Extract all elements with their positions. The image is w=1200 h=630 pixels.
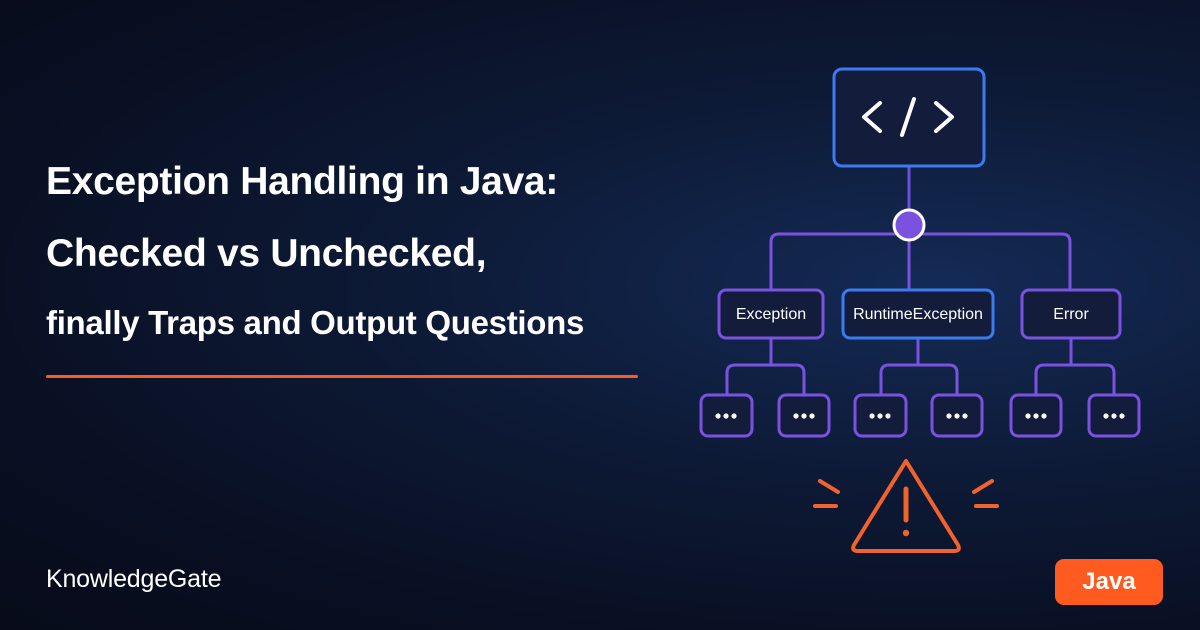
exception-node-label: Exception: [736, 306, 806, 323]
runtime-exception-node-label: RuntimeException: [853, 306, 983, 323]
junction-dot: [892, 208, 926, 242]
warning-triangle-icon: [813, 459, 999, 553]
brand-logo: KnowledgeGate: [46, 565, 222, 593]
ellipsis-icon: [869, 413, 891, 419]
error-node-label: Error: [1053, 306, 1089, 323]
ellipsis-icon: [715, 413, 737, 419]
error-node: [1020, 288, 1122, 340]
ellipsis-icon: [946, 413, 968, 419]
title-line-3: finally Traps and Output Questions: [46, 304, 585, 341]
ellipsis-icon: [1025, 413, 1047, 419]
hierarchy-connectors: [725, 164, 1116, 397]
title-line-2: Checked vs Unchecked,: [46, 232, 487, 275]
code-brackets-icon: [862, 97, 954, 137]
runtime-exception-node: [841, 288, 995, 340]
exception-node: [717, 288, 825, 340]
java-badge[interactable]: Java: [1055, 559, 1163, 605]
title-line-1: Exception Handling in Java:: [46, 160, 559, 203]
title-underline: [46, 375, 638, 378]
ellipsis-icon: [793, 413, 815, 419]
ellipsis-icon: [1103, 413, 1125, 419]
leaf-nodes: [699, 393, 1141, 438]
leaf-ellipsis-icons: [715, 413, 1125, 419]
